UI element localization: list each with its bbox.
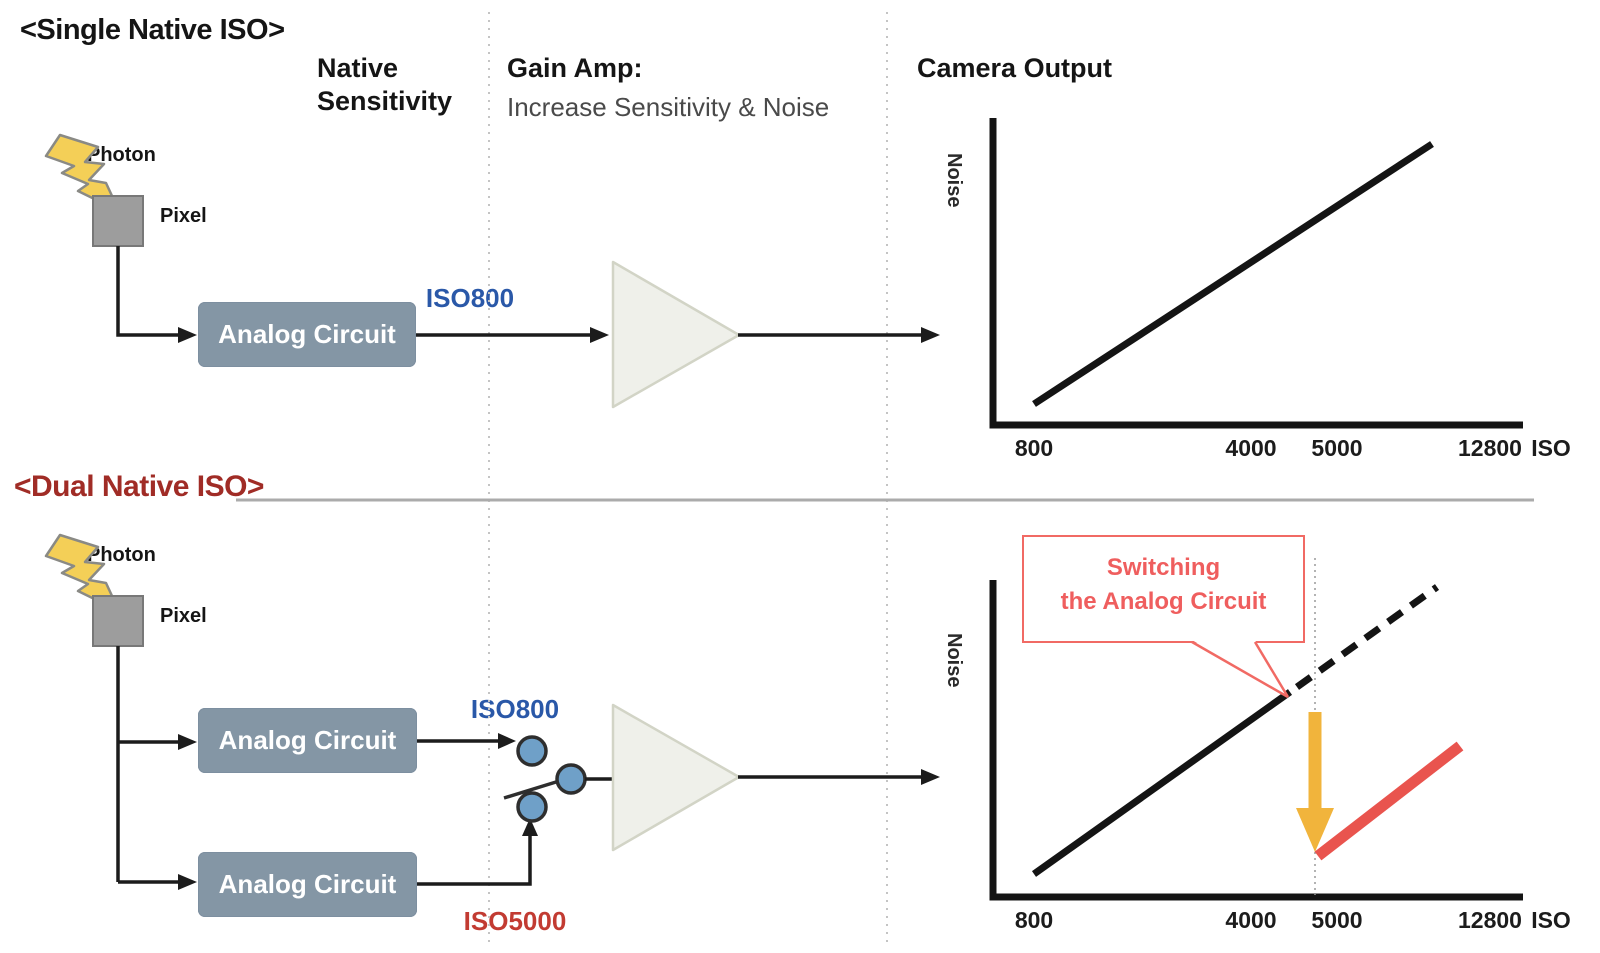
callout-tail-edge-left	[1191, 640, 1289, 699]
native-sensitivity-line1: Native	[317, 53, 399, 83]
single-graph-x-unit: ISO	[1531, 435, 1571, 461]
iso5000-label-dual: ISO5000	[463, 906, 567, 936]
iso800-label-single: ISO800	[425, 283, 515, 313]
arrowhead-into-bottom-circuit-dual	[178, 874, 197, 890]
camera-output-header: Camera Output	[917, 53, 1113, 83]
single-graph-tick-5000: 5000	[1311, 435, 1362, 461]
switching-callout-bubble: Switching the Analog Circuit	[1022, 535, 1305, 643]
callout-line1: Switching	[1106, 554, 1221, 581]
single-graph-tick-12800: 12800	[1458, 435, 1522, 461]
analog-circuit-label-dual-bottom: Analog Circuit	[218, 869, 397, 899]
dual-graph-iso800-line	[1031, 689, 1293, 877]
gain-amp-header: Gain Amp:	[507, 53, 643, 83]
arrowhead-into-graph-dual	[921, 769, 940, 785]
single-graph-ylabel: Noise	[943, 153, 965, 207]
analog-circuit-label-dual-top: Analog Circuit	[218, 725, 397, 755]
switch-lever	[503, 776, 570, 800]
single-graph-tick-4000: 4000	[1225, 435, 1276, 461]
single-graph-tick-800: 800	[1015, 435, 1053, 461]
photon-label-single: Photon	[87, 144, 156, 166]
analog-circuit-box-dual-top: Analog Circuit	[198, 708, 417, 773]
iso800-label-dual: ISO800	[470, 694, 560, 724]
switch-contact-iso5000	[516, 791, 548, 823]
arrowhead-into-switch-top	[498, 733, 516, 749]
arrowhead-into-circuit-single	[178, 327, 197, 343]
dual-graph-ylabel: Noise	[943, 633, 965, 687]
dual-graph-tick-12800: 12800	[1458, 907, 1522, 933]
arrowhead-into-graph-single	[921, 327, 940, 343]
single-graph-noise-line	[1032, 141, 1434, 407]
native-sensitivity-header: Native Sensitivity	[317, 52, 452, 118]
pixel-label-dual: Pixel	[160, 605, 207, 627]
single-graph-axes	[989, 118, 1523, 429]
pixel-square-single	[92, 195, 144, 247]
analog-circuit-box-single: Analog Circuit	[198, 302, 416, 367]
native-sensitivity-line2: Sensitivity	[317, 86, 453, 116]
gain-amplifier-triangle-single	[611, 260, 741, 409]
analog-circuit-box-dual-bottom: Analog Circuit	[198, 852, 417, 917]
pixel-label-single: Pixel	[160, 205, 207, 227]
dual-graph-tick-800: 800	[1015, 907, 1053, 933]
switch-contact-iso800	[516, 735, 548, 767]
pixel-square-dual	[92, 595, 144, 647]
gain-amplifier-triangle-dual	[611, 703, 741, 852]
dual-graph-extrapolated-dashed-line	[1294, 584, 1440, 690]
switch-contact-common	[555, 763, 587, 795]
dual-native-iso-title: <Dual Native ISO>	[14, 470, 264, 503]
dual-graph-tick-4000: 4000	[1225, 907, 1276, 933]
arrowhead-into-top-circuit-dual	[178, 734, 197, 750]
photon-label-dual: Photon	[87, 544, 156, 566]
single-native-iso-title: <Single Native ISO>	[20, 14, 285, 46]
callout-line2: the Analog Circuit	[1060, 588, 1267, 615]
dual-graph-iso5000-line	[1314, 741, 1464, 861]
callout-tail-edge-right	[1253, 641, 1290, 698]
analog-circuit-label-single: Analog Circuit	[218, 319, 396, 349]
bottom-circuit-to-switch-arrow	[417, 834, 532, 886]
dual-graph-tick-5000: 5000	[1311, 907, 1362, 933]
arrowhead-into-amp-single	[590, 327, 609, 343]
gain-amp-subtitle: Increase Sensitivity & Noise	[507, 92, 830, 122]
dual-graph-x-unit: ISO	[1531, 907, 1571, 933]
noise-drop-arrow-head	[1296, 808, 1334, 852]
callout-tail-fill	[1192, 640, 1288, 697]
arrowhead-into-switch-bottom	[522, 818, 538, 836]
pixel-to-circuit-connector-single	[116, 246, 178, 337]
